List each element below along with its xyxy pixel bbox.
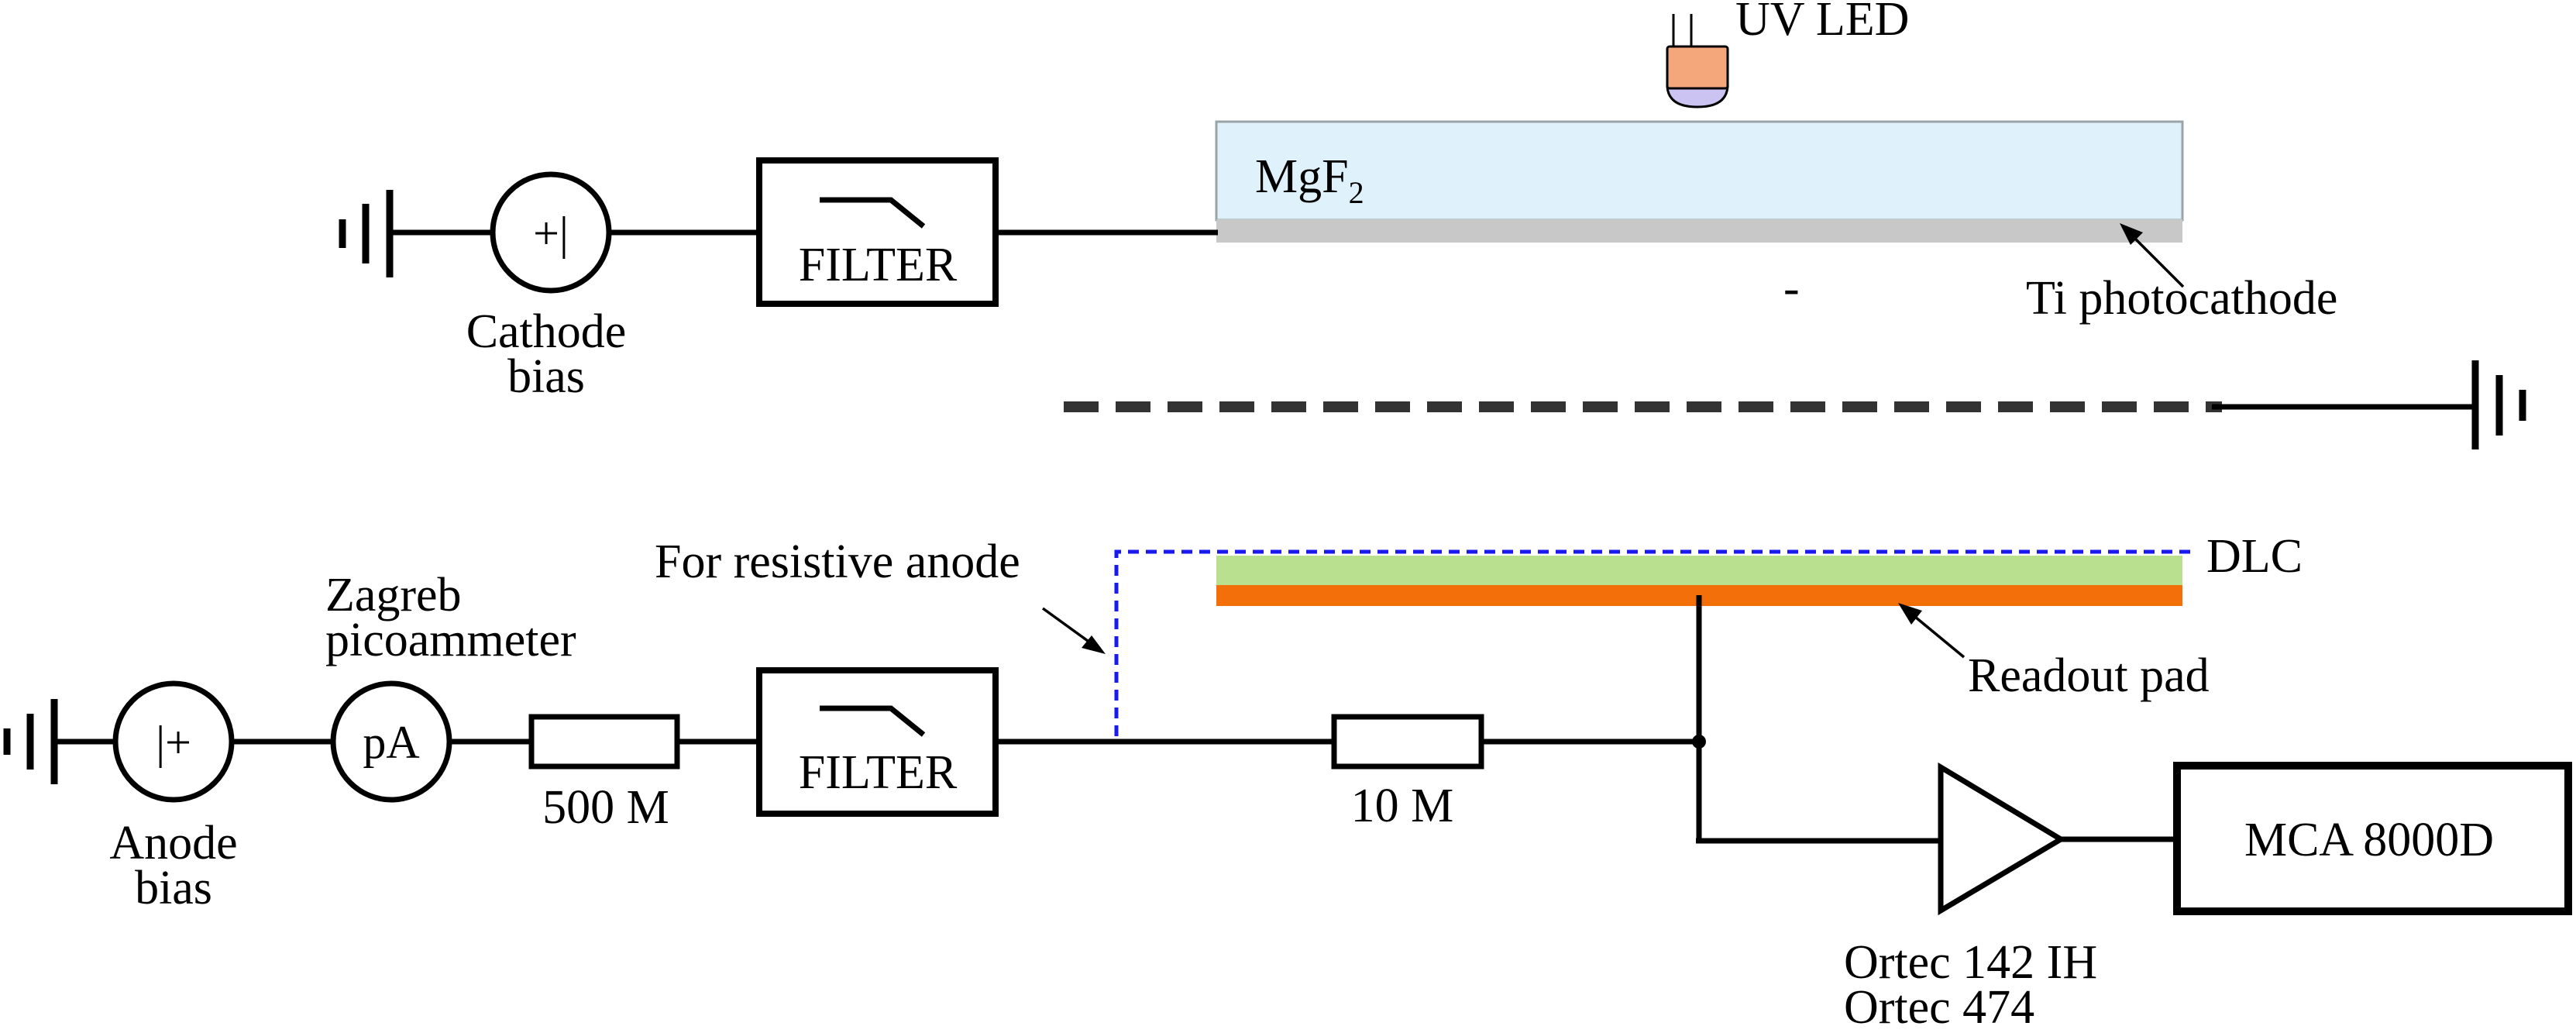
preamp-label-line1: Ortec 142 IH [1844, 936, 2097, 989]
readout-pad-pointer [1898, 603, 1966, 659]
cathode-bias-label-line2: bias [507, 350, 585, 403]
cathode-bias-supply-symbol: +| [533, 208, 569, 259]
resistor-500m [528, 714, 680, 770]
ti-photocathode-layer [1216, 219, 2182, 243]
led-body [1666, 45, 1729, 90]
dlc-layer [1216, 556, 2182, 585]
dlc-label: DLC [2206, 530, 2303, 583]
anode-bias-label-line2: bias [135, 862, 212, 914]
filter-top-label: FILTER [799, 239, 958, 291]
filter-bottom: FILTER [756, 667, 999, 817]
resistive-anode-link [1114, 549, 2190, 736]
filter-bottom-label: FILTER [799, 746, 958, 799]
resistor-10m-label: 10 M [1351, 780, 1454, 832]
for-resistive-anode-label: For resistive anode [655, 535, 1020, 588]
uv-led-label: UV LED [1735, 0, 1909, 46]
zagreb-picoammeter-label-line1: Zagreb [325, 569, 462, 622]
picoammeter-symbol: pA [363, 717, 419, 768]
mgf2-label-subscript: 2 [1349, 175, 1364, 210]
mca-box [2173, 762, 2572, 915]
mgf2-label-base: MgF [1255, 150, 1349, 203]
junction-dot [1692, 735, 1706, 749]
led-lens [1666, 85, 1729, 108]
anode-bias-label-line1: Anode [109, 817, 237, 869]
filter-top-lowpass-icon [820, 197, 926, 229]
filter-bottom-lowpass-icon [820, 705, 926, 737]
mca-label: MCA 8000D [2244, 814, 2494, 866]
uv-led [1666, 14, 1729, 108]
mgf2-window [1215, 120, 2184, 222]
ti-photocathode-label: Ti photocathode [2026, 272, 2337, 325]
dash-mark: - [1783, 262, 1800, 315]
preamplifier-icon [1938, 762, 2066, 916]
anode-bias-supply-symbol: |+ [156, 717, 191, 768]
cathode-ground-icon [339, 190, 394, 277]
zagreb-picoammeter-label-line2: picoammeter [325, 614, 576, 666]
mesh-ground-icon [2471, 360, 2526, 449]
filter-top: FILTER [756, 157, 999, 307]
preamp-label-line2: Ortec 474 [1844, 981, 2034, 1033]
cathode-bias-label-line1: Cathode [466, 305, 627, 358]
resistor-500m-label: 500 M [542, 781, 669, 834]
readout-pad-label: Readout pad [1968, 649, 2210, 702]
resistor-10m [1331, 714, 1484, 770]
ti-photocathode-pointer [2120, 223, 2185, 288]
mgf2-label: MgF2 [1255, 150, 1364, 210]
resistive-anode-pointer [1041, 607, 1106, 654]
anode-ground-icon [3, 699, 58, 784]
